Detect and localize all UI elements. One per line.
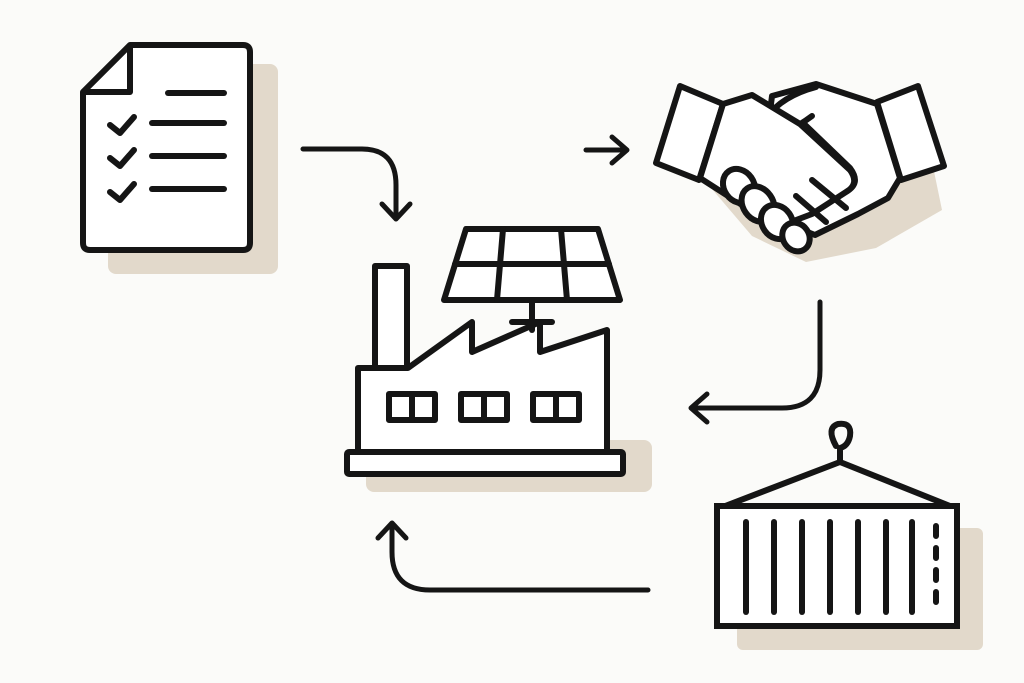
solar-factory-icon	[344, 226, 652, 492]
arrow-checklist-to-factory	[300, 146, 413, 222]
checklist-document-icon	[80, 42, 278, 274]
arrow-handshake-to-factory	[688, 299, 823, 425]
checkmark-1	[107, 114, 137, 136]
handshake-icon	[653, 81, 947, 262]
arrow-container-to-factory	[375, 520, 651, 593]
checkmark-3	[107, 181, 137, 203]
document-sheet	[80, 42, 253, 253]
shipping-container-icon	[714, 420, 983, 650]
checkmark-2	[107, 147, 137, 169]
crane-hook	[828, 420, 854, 465]
document-folded-corner	[83, 45, 133, 95]
finger-line-1	[809, 177, 849, 211]
finger-line-2	[793, 193, 829, 225]
container-body	[714, 503, 960, 629]
lifting-slings	[717, 459, 958, 511]
arrow-to-handshake	[583, 134, 630, 166]
knuckle-4	[779, 219, 813, 255]
factory-base	[344, 449, 626, 477]
chimney	[372, 263, 410, 373]
